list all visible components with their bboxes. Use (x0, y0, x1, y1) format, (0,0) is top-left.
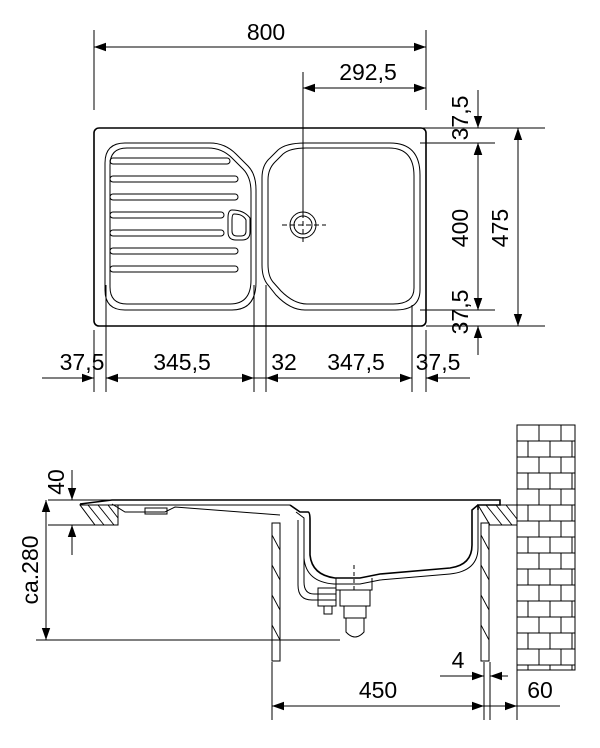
bowl-section (289, 504, 479, 579)
dim-drainer-width: 345,5 (153, 349, 211, 375)
dim-cabinet-depth: 450 (359, 677, 397, 703)
dim-bowl-depth: 400 (447, 209, 473, 247)
sink-bowl-inner (267, 147, 415, 305)
dim-total-height: ca.280 (17, 535, 43, 604)
dim-right-margin: 37,5 (416, 349, 461, 375)
countertop-left-hatch (87, 504, 119, 526)
dim-overall-width: 800 (247, 19, 285, 45)
dim-top-margin: 37,5 (447, 96, 473, 141)
dim-wall-gap: 4 (452, 647, 465, 673)
brick-wall (516, 424, 576, 671)
dim-rim-height: 40 (43, 469, 69, 495)
extension-lines (93, 30, 545, 392)
drainer-board-inner (109, 147, 252, 305)
sink-outline (93, 127, 427, 327)
cabinet-panel-right (480, 522, 490, 662)
drainer-board (104, 142, 257, 311)
dim-bowl-width: 347,5 (327, 349, 385, 375)
drainer-grooves (109, 157, 239, 273)
countertop-right (477, 504, 518, 526)
sink-bowl (261, 142, 421, 311)
countertop-left (79, 504, 119, 526)
cabinet-panel-left (271, 522, 281, 662)
overflow-slot (227, 209, 251, 241)
dim-left-margin: 37,5 (60, 349, 105, 375)
dim-wall-offset: 60 (527, 677, 553, 703)
side-extension-lines (36, 499, 518, 720)
countertop-right-hatch (485, 504, 518, 526)
dim-overall-depth: 475 (487, 209, 513, 247)
top-view: 800 292,5 37,5 400 37,5 475 37,5 345,5 3… (42, 19, 545, 392)
dim-gap: 32 (271, 349, 297, 375)
side-view: 40 ca.280 4 450 60 (17, 424, 576, 720)
drain-assembly (297, 520, 373, 638)
dim-bowl-center-offset: 292,5 (339, 59, 397, 85)
overflow-hose (297, 520, 336, 601)
drainer-clip (144, 507, 168, 515)
dim-bottom-margin: 37,5 (447, 290, 473, 335)
drain-centerlines (282, 205, 326, 245)
